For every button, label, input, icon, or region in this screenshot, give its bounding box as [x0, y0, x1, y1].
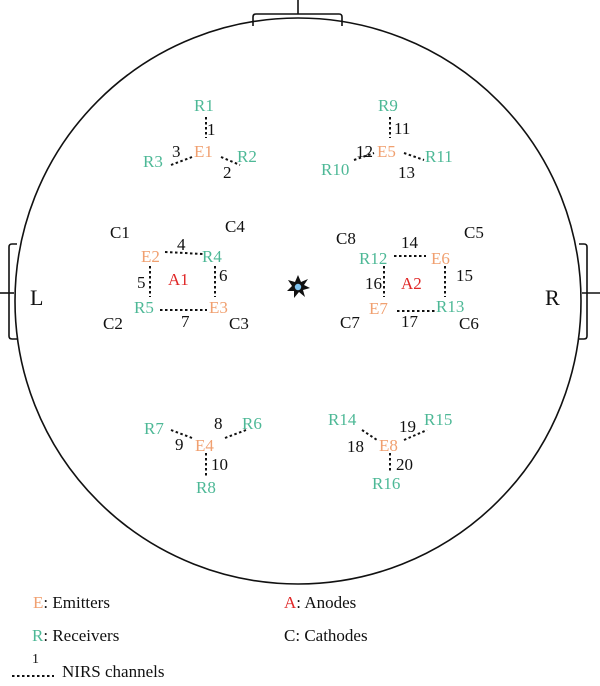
legend-channel-text: NIRS channels	[62, 662, 164, 681]
receiver-label: R5	[134, 298, 154, 317]
channel-link-2	[220, 156, 241, 166]
channel-number: 17	[401, 312, 419, 331]
channel-number: 5	[137, 273, 146, 292]
reference-star-icon	[287, 275, 310, 298]
channel-number: 10	[211, 455, 228, 474]
receiver-label: R2	[237, 147, 257, 166]
anode-label: A2	[401, 274, 422, 293]
receiver-label: R9	[378, 96, 398, 115]
channel-number: 19	[399, 417, 416, 436]
emitter-label: E8	[379, 436, 398, 455]
channel-link-3	[170, 156, 193, 166]
receiver-labels: R1 R2 R3 R4 R5 R6 R7 R8 R9 R10 R11 R12 R…	[134, 96, 464, 497]
receiver-label: R11	[425, 147, 453, 166]
legend-anodes-text: : Anodes	[296, 593, 356, 612]
channel-number: 9	[175, 435, 184, 454]
legend-emitters-text: : Emitters	[43, 593, 110, 612]
cathode-label: C4	[225, 217, 245, 236]
legend: E: Emitters A: Anodes R: Receivers C: Ca…	[12, 593, 368, 681]
channel-number: 4	[177, 235, 186, 254]
channel-number: 14	[401, 233, 419, 252]
emitter-label: E5	[377, 142, 396, 161]
channel-number: 1	[207, 120, 216, 139]
receiver-label: R7	[144, 419, 164, 438]
legend-anodes-key: A	[284, 593, 297, 612]
head-left-label: L	[30, 285, 43, 310]
head-outline	[0, 0, 600, 585]
channel-number: 15	[456, 266, 473, 285]
emitter-label: E1	[194, 142, 213, 161]
channel-number: 12	[356, 142, 373, 161]
left-ear	[8, 243, 17, 340]
channel-number: 8	[214, 414, 223, 433]
cathode-labels: C1 C2 C3 C4 C5 C6 C7 C8	[103, 217, 484, 333]
cathode-label: C7	[340, 313, 360, 332]
anode-labels: A1 A2	[168, 270, 422, 293]
legend-emitters-key: E	[33, 593, 43, 612]
channel-link-18	[361, 429, 378, 441]
channel-link-12	[353, 152, 375, 161]
channel-link-13	[403, 152, 425, 161]
emitter-label: E4	[195, 436, 214, 455]
legend-cathodes-key: C	[284, 626, 295, 645]
channel-numbers: 1 2 3 4 5 6 7 8 9 10 11 12 13 14 15 16 1…	[137, 119, 473, 474]
cathode-label: C1	[110, 223, 130, 242]
channel-number: 18	[347, 437, 364, 456]
channel-link-8	[224, 429, 247, 439]
legend-channel-key: 1	[32, 652, 39, 667]
legend-receivers-text: : Receivers	[43, 626, 119, 645]
emitter-label: E7	[369, 299, 388, 318]
legend-receivers-key: R	[32, 626, 44, 645]
emitter-label: E3	[209, 298, 228, 317]
channel-number: 16	[365, 274, 382, 293]
receiver-label: R3	[143, 152, 163, 171]
channel-link-9	[170, 429, 193, 439]
channel-link-19	[403, 429, 428, 441]
receiver-label: R13	[436, 297, 464, 316]
receiver-label: R12	[359, 249, 387, 268]
legend-cathodes: C: Cathodes	[284, 626, 368, 645]
receiver-label: R1	[194, 96, 214, 115]
receiver-label: R4	[202, 247, 222, 266]
legend-emitters: E: Emitters	[33, 593, 110, 612]
receiver-label: R15	[424, 410, 452, 429]
channel-number: 6	[219, 266, 228, 285]
head-right-label: R	[545, 285, 560, 310]
channel-number: 13	[398, 163, 415, 182]
receiver-label: R10	[321, 160, 349, 179]
cathode-label: C6	[459, 314, 479, 333]
channel-number: 7	[181, 312, 190, 331]
channel-number: 3	[172, 142, 181, 161]
channel-number: 2	[223, 163, 232, 182]
channel-link-4	[164, 251, 204, 255]
receiver-label: R8	[196, 478, 216, 497]
cathode-label: C3	[229, 314, 249, 333]
channel-number: 20	[396, 455, 413, 474]
channel-links	[149, 117, 446, 476]
right-ear	[579, 243, 588, 340]
legend-receivers: R: Receivers	[32, 626, 119, 645]
anode-label: A1	[168, 270, 189, 289]
emitter-label: E6	[431, 249, 450, 268]
cathode-label: C2	[103, 314, 123, 333]
emitter-label: E2	[141, 247, 160, 266]
cathode-label: C8	[336, 229, 356, 248]
receiver-label: R16	[372, 474, 400, 493]
emitter-labels: E1 E2 E3 E4 E5 E6 E7 E8	[141, 142, 450, 455]
channel-number: 11	[394, 119, 410, 138]
receiver-label: R14	[328, 410, 357, 429]
head-circle	[14, 17, 582, 585]
legend-cathodes-text: : Cathodes	[295, 626, 367, 645]
receiver-label: R6	[242, 414, 262, 433]
legend-anodes: A: Anodes	[284, 593, 356, 612]
cathode-label: C5	[464, 223, 484, 242]
